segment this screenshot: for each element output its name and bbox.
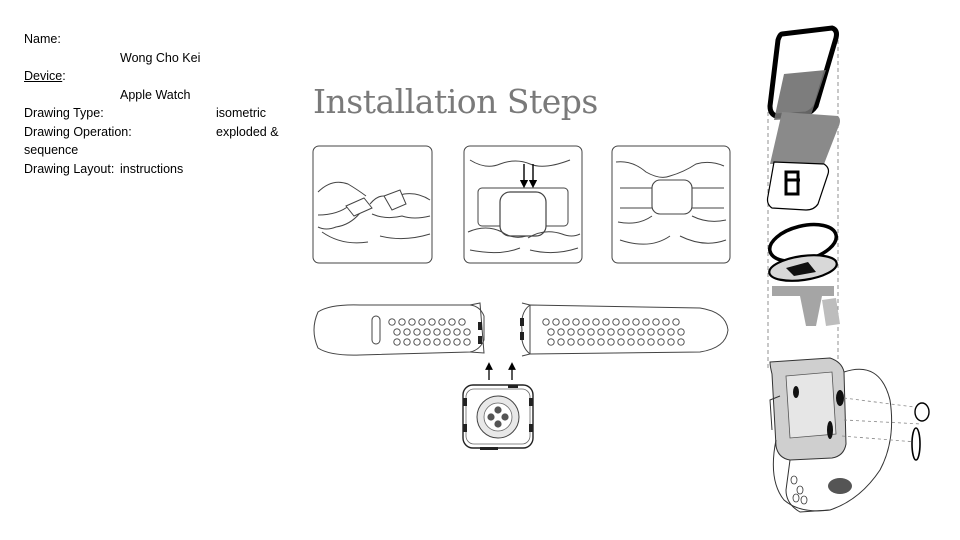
band-hole — [557, 328, 565, 336]
band-hole — [433, 338, 441, 346]
band-hole — [418, 318, 426, 326]
band-hole — [627, 328, 635, 336]
band-hole — [652, 318, 660, 326]
drawing-metadata: Name: Wong Cho Kei Device: Apple Watch D… — [24, 30, 294, 178]
band-hole — [607, 338, 615, 346]
band-hole — [423, 328, 431, 336]
name-value: Wong Cho Kei — [120, 50, 201, 65]
band-hole — [393, 338, 401, 346]
band-hole — [458, 318, 466, 326]
band-hole — [637, 328, 645, 336]
band-hole — [393, 328, 401, 336]
band-hole — [667, 328, 675, 336]
band-hole — [413, 328, 421, 336]
band-hole — [403, 338, 411, 346]
band-hole — [433, 328, 441, 336]
band-hole — [617, 328, 625, 336]
hands-attach-band-icon — [611, 145, 731, 264]
drawing-layout-label: Drawing Layout: — [24, 161, 115, 176]
band-hole — [453, 338, 461, 346]
band-hole — [592, 318, 600, 326]
band-hole — [587, 328, 595, 336]
band-hole — [677, 328, 685, 336]
band-hole — [463, 328, 471, 336]
band-hole — [542, 318, 550, 326]
device-label: Device: — [24, 67, 66, 86]
band-hole — [567, 338, 575, 346]
exploded-watch-icon — [766, 25, 930, 513]
band-hole — [403, 328, 411, 336]
band-hole — [597, 338, 605, 346]
drawing-type-value: isometric — [216, 106, 267, 120]
band-hole — [428, 318, 436, 326]
band-hole — [413, 338, 421, 346]
band-hole — [632, 318, 640, 326]
band-hole — [547, 338, 555, 346]
hands-detach-band-icon — [312, 145, 433, 264]
band-hole — [567, 328, 575, 336]
band-hole — [408, 318, 416, 326]
band-hole — [662, 318, 670, 326]
band-hole — [602, 318, 610, 326]
band-hole — [577, 338, 585, 346]
band-hole — [557, 338, 565, 346]
band-hole — [667, 338, 675, 346]
drawing-operation-label: Drawing Operation: — [24, 124, 132, 139]
band-hole — [617, 338, 625, 346]
band-hole — [677, 338, 685, 346]
page-title: Installation Steps — [313, 82, 598, 121]
band-hole — [572, 318, 580, 326]
band-hole — [448, 318, 456, 326]
watch-back-sensor-icon — [462, 384, 534, 450]
drawing-type-label: Drawing Type: — [24, 106, 104, 120]
band-hole — [453, 328, 461, 336]
drawing-operation-value: exploded & — [216, 124, 279, 139]
device-label-colon: : — [62, 69, 66, 83]
band-hole — [612, 318, 620, 326]
band-hole — [657, 338, 665, 346]
band-hole — [622, 318, 630, 326]
band-hole — [587, 338, 595, 346]
band-hole — [443, 328, 451, 336]
band-hole — [577, 328, 585, 336]
device-value: Apple Watch — [120, 87, 191, 102]
band-hole — [443, 338, 451, 346]
band-hole — [607, 328, 615, 336]
band-hole — [637, 338, 645, 346]
drawing-operation-continued: sequence — [24, 143, 79, 157]
band-hole — [642, 318, 650, 326]
band-hole — [672, 318, 680, 326]
band-hole — [552, 318, 560, 326]
band-hole — [438, 318, 446, 326]
band-hole — [657, 328, 665, 336]
band-hole — [463, 338, 471, 346]
band-hole — [398, 318, 406, 326]
band-hole — [388, 318, 396, 326]
name-label: Name: — [24, 32, 61, 46]
band-hole — [597, 328, 605, 336]
band-hole — [562, 318, 570, 326]
hands-press-down-icon — [463, 145, 583, 264]
band-hole — [627, 338, 635, 346]
drawing-layout-value: instructions — [120, 161, 184, 176]
band-hole — [647, 328, 655, 336]
band-hole — [423, 338, 431, 346]
sport-band-icon — [313, 302, 729, 380]
device-label-text: Device — [24, 69, 63, 83]
band-hole — [647, 338, 655, 346]
band-hole — [547, 328, 555, 336]
band-hole — [582, 318, 590, 326]
